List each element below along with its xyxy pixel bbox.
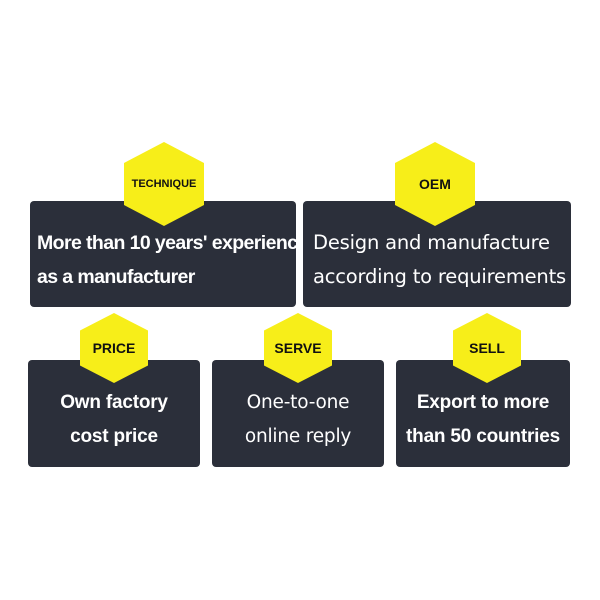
badge-label: TECHNIQUE xyxy=(131,178,197,190)
feature-line: Own factory xyxy=(60,391,168,413)
badge-label: OEM xyxy=(419,176,451,192)
badge-label: SERVE xyxy=(274,340,322,356)
badge-label: SELL xyxy=(469,340,505,356)
feature-line: Design and manufacture xyxy=(313,231,550,254)
feature-line: Export to more xyxy=(416,391,550,413)
feature-card-text: Design and manufacture according to requ… xyxy=(303,221,571,299)
feature-line: according to requirements xyxy=(313,265,566,288)
feature-line: online reply xyxy=(244,425,352,447)
feature-card-text: Export to more than 50 countries xyxy=(396,378,570,461)
feature-line: One-to-one xyxy=(246,391,350,413)
feature-card-text: More than 10 years' experience as a manu… xyxy=(30,221,308,299)
feature-line: More than 10 years' experience xyxy=(37,232,308,254)
badge-label: PRICE xyxy=(92,340,136,356)
feature-line: as a manufacturer xyxy=(37,266,195,288)
feature-line: cost price xyxy=(70,425,158,447)
feature-card-oem: Design and manufacture according to requ… xyxy=(303,201,571,307)
hexagon-badge-oem: OEM xyxy=(395,142,475,226)
feature-line: than 50 countries xyxy=(406,425,560,447)
feature-card-text: One-to-one online reply xyxy=(212,378,384,461)
feature-card-text: Own factory cost price xyxy=(28,378,200,461)
